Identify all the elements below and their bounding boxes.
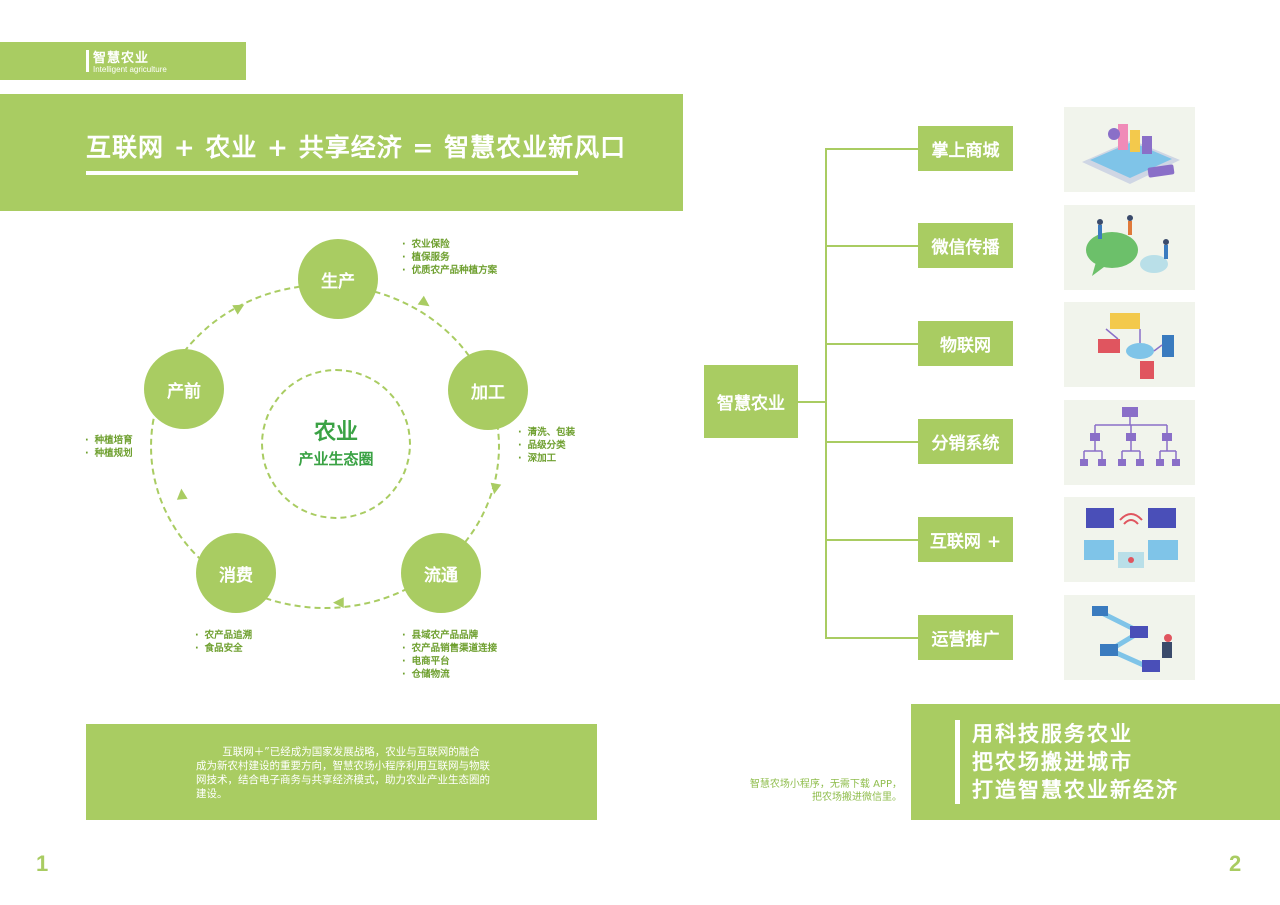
leaf-distribution: 分销系统 [918, 419, 1013, 464]
list-item: 农产品追溯 [195, 629, 253, 642]
headline-banner [0, 94, 683, 211]
notes-circulation: 县域农产品品牌 农产品销售渠道连接 电商平台 仓储物流 [402, 629, 498, 681]
leaf-wechat: 微信传播 [918, 223, 1013, 268]
leaf-operations: 运营推广 [918, 615, 1013, 660]
slogan-line-1: 用科技服务农业 [972, 722, 1133, 746]
cycle-arrow-icon: ▶ [333, 595, 344, 611]
mobile-shop-illustration-icon [1064, 107, 1195, 192]
caption-line-2: 把农场搬进微信里。 [812, 792, 902, 803]
server-network-illustration-icon [1064, 595, 1195, 680]
headline-title: 互联网 + 农业 + 共享经济 = 智慧农业新风口 [86, 133, 627, 162]
center-title: 农业 [313, 420, 358, 445]
connector-trunk [825, 148, 827, 638]
list-item: 仓储物流 [402, 668, 497, 681]
node-circulation: 流通 [401, 533, 481, 613]
list-item: 电商平台 [402, 655, 497, 668]
org-chart-illustration-icon [1064, 400, 1195, 485]
node-consumption: 消费 [196, 533, 276, 613]
slogan-box [911, 704, 1280, 820]
list-item: 食品安全 [195, 642, 252, 655]
list-item: 清洗、包装 [518, 426, 576, 439]
leaf-iot: 物联网 [918, 321, 1013, 366]
page-number-left: 1 [36, 851, 49, 876]
section-tag-subtitle: Intelligent agriculture [93, 65, 167, 74]
list-item: 深加工 [518, 452, 575, 465]
intro-text: 互联网＋”已经成为国家发展战略，农业与互联网的融合成为新农村建设的重要方向，智慧… [196, 746, 490, 800]
slogan-line-2: 把农场搬进城市 [972, 750, 1133, 774]
slogan-line-3: 打造智慧农业新经济 [972, 778, 1179, 802]
caption-line-1: 智慧农场小程序，无需下载 APP， [749, 779, 902, 790]
section-tag [0, 42, 246, 80]
connector-line [798, 401, 826, 403]
tree-root: 智慧农业 [704, 365, 798, 438]
intro-box [86, 724, 597, 820]
headline-underline [86, 171, 578, 175]
connector-line [825, 148, 918, 150]
list-item: 品级分类 [518, 439, 575, 452]
slogan-caption: 智慧农场小程序，无需下载 APP， 把农场搬进微信里。 [712, 778, 902, 804]
node-processing: 加工 [448, 350, 528, 430]
chat-people-illustration-icon [1064, 205, 1195, 290]
center-ring [261, 369, 411, 519]
connector-line [825, 539, 918, 541]
node-production: 生产 [298, 239, 378, 319]
connector-line [825, 343, 918, 345]
center-subtitle: 产业生态圈 [298, 450, 374, 468]
list-item: 农产品销售渠道连接 [402, 642, 498, 655]
connector-line [825, 637, 918, 639]
notes-processing: 清洗、包装 品级分类 深加工 [518, 426, 576, 465]
connector-line [825, 245, 918, 247]
notes-consumption: 农产品追溯 食品安全 [195, 629, 253, 655]
list-item: 种植培育 [85, 434, 133, 447]
connected-monitors-illustration-icon [1064, 497, 1195, 582]
list-item: 农业保险 [402, 238, 497, 251]
node-preproduction: 产前 [144, 349, 224, 429]
cycle-arrow-icon: ▶ [416, 293, 435, 313]
notes-preproduction: 种植培育 种植规划 [85, 434, 133, 460]
cycle-arrow-icon: ▶ [172, 487, 190, 501]
section-tag-title: 智慧农业 [93, 51, 150, 66]
list-item: 优质农产品种植方案 [402, 264, 498, 277]
page-number-right: 2 [1229, 851, 1242, 876]
list-item: 植保服务 [402, 251, 497, 264]
notes-production: 农业保险 植保服务 优质农产品种植方案 [402, 238, 498, 277]
list-item: 种植规划 [85, 447, 133, 460]
cycle-arrow-icon: ▶ [486, 482, 505, 496]
list-item: 县域农产品品牌 [402, 629, 497, 642]
leaf-mobile-shop: 掌上商城 [918, 126, 1013, 171]
leaf-internet-plus: 互联网 + [918, 517, 1013, 562]
slogan-bar [955, 720, 960, 804]
connector-line [825, 441, 918, 443]
section-tag-bar [86, 50, 89, 72]
iot-devices-illustration-icon [1064, 302, 1195, 387]
